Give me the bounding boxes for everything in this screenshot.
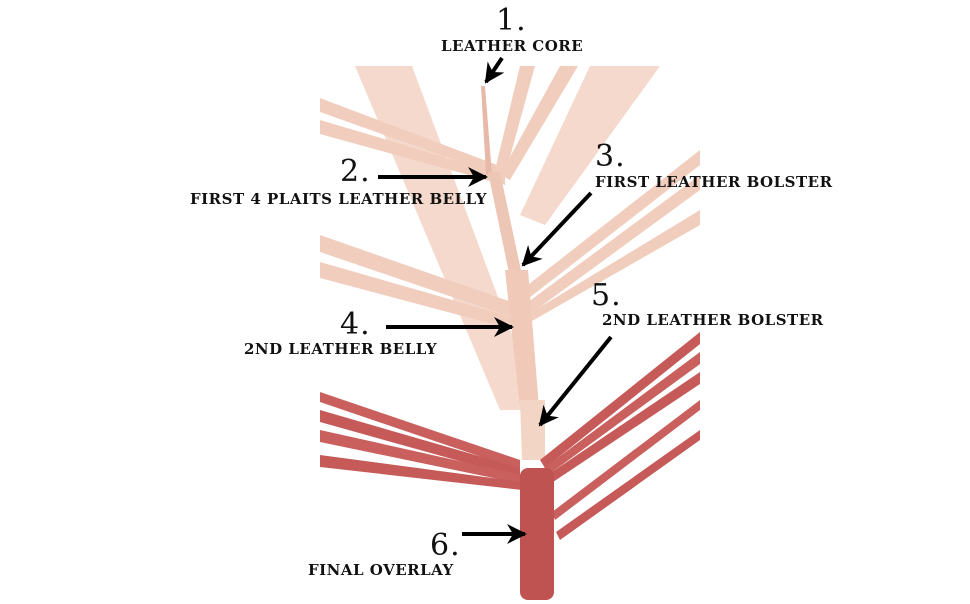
callout-2-label: First 4 Plaits Leather Belly [190, 190, 487, 208]
callout-1-number: 1. [496, 3, 527, 38]
strip [320, 98, 505, 178]
arrow-5 [538, 335, 613, 427]
callout-6-number: 6. [430, 528, 461, 563]
callout-4-label: 2nd Leather Belly [244, 340, 438, 358]
callout-4-number: 4. [340, 307, 371, 342]
red-strip [546, 372, 700, 484]
red-strip [320, 455, 522, 490]
strip [320, 120, 505, 185]
callout-6-label: Final Overlay [308, 561, 454, 579]
leather-core [481, 86, 492, 175]
callout-3-label: First Leather Bolster [595, 173, 833, 191]
callout-5-label: 2nd Leather Bolster [602, 311, 824, 329]
arrows [378, 56, 613, 544]
arrow-3 [521, 191, 593, 267]
callout-2-number: 2. [340, 154, 371, 189]
red-strip [320, 430, 522, 484]
wide-belly-strip-right [520, 66, 660, 225]
strip [515, 150, 700, 305]
final-overlay-handle [520, 468, 554, 600]
light-leather-strips [320, 66, 700, 460]
red-strip [540, 332, 700, 468]
strip [500, 66, 578, 180]
strip [520, 175, 700, 318]
strip [495, 66, 535, 175]
strip [320, 235, 520, 320]
braid-lower [520, 400, 545, 460]
strip [320, 262, 515, 330]
callout-5-number: 5. [591, 278, 622, 313]
arrow-1 [484, 56, 505, 84]
red-strip [544, 352, 700, 475]
braid-upper [488, 172, 522, 278]
red-strip [320, 392, 520, 470]
callout-1-label: Leather Core [441, 37, 584, 55]
red-strip [556, 430, 700, 540]
red-strip [552, 400, 700, 520]
callout-3-number: 3. [595, 139, 626, 174]
red-strip [320, 410, 520, 478]
red-leather-strips [320, 332, 700, 600]
braid-middle [505, 270, 540, 425]
strip [522, 210, 700, 325]
